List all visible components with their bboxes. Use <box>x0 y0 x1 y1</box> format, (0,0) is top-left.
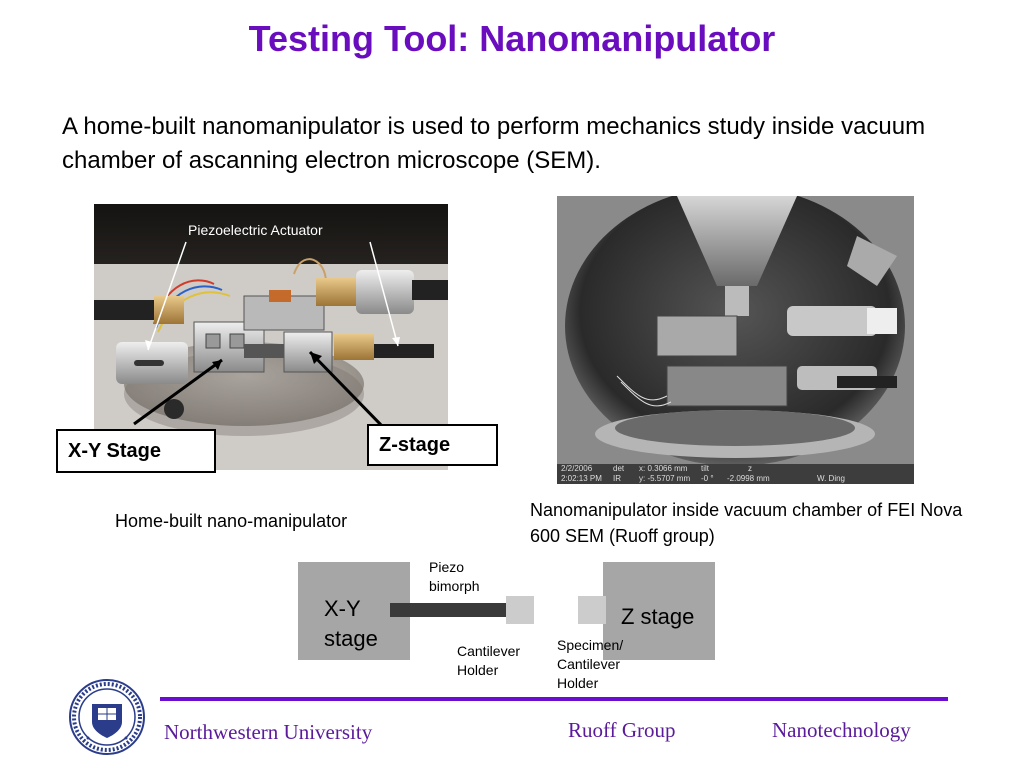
piezo-pointer-right <box>369 241 399 347</box>
sem-date-cell: 2/2/2006 2:02:13 PM <box>561 464 607 484</box>
footer-divider <box>160 697 948 701</box>
schematic-z-label: Z stage <box>621 604 695 629</box>
piezo-bimorph-bar <box>390 603 506 617</box>
sem-z-cell: z -2.0998 mm <box>727 464 773 484</box>
piezo-arrowhead-left <box>145 340 152 350</box>
sem-det-cell: det IR <box>613 464 633 484</box>
specimen-holder-block <box>578 596 606 624</box>
piezo-arrowhead-right <box>392 337 400 346</box>
photo2-caption: Nanomanipulator inside vacuum chamber of… <box>530 500 963 546</box>
sem-det-label: det <box>613 464 625 473</box>
university-seal-icon <box>69 679 145 755</box>
slide-title: Testing Tool: Nanomanipulator <box>248 18 776 59</box>
z-arrowhead <box>310 352 322 364</box>
schematic-z-block <box>603 562 715 660</box>
sem-chamber-photo: 2/2/2006 2:02:13 PM det IR x: 0.3066 mm … <box>557 196 914 484</box>
xy-arrowhead <box>212 360 222 370</box>
specimen-holder-label: Specimen/ Cantilever Holder <box>557 637 624 691</box>
sem-time: 2:02:13 PM <box>561 474 602 483</box>
footer-topic: Nanotechnology <box>772 718 911 742</box>
schematic-xy-label: X-Y stage <box>324 596 378 651</box>
footer-group: Ruoff Group <box>568 718 676 742</box>
nanomanipulator-illustration <box>94 204 448 470</box>
xy-pointer <box>133 358 223 426</box>
sem-det-value: IR <box>613 474 621 483</box>
sem-tilt-label: tilt <box>701 464 709 473</box>
sem-tilt-cell: tilt -0 ° <box>701 464 721 484</box>
sem-chamber-illustration <box>557 196 914 466</box>
sem-tilt-value: -0 ° <box>701 474 714 483</box>
footer-university: Northwestern University <box>164 720 373 744</box>
sem-y-value: y: -5.5707 mm <box>639 474 691 483</box>
piezo-bimorph-label: Piezo bimorph <box>429 559 480 594</box>
cantilever-holder-block <box>506 596 534 624</box>
sem-x-value: x: 0.3066 mm <box>639 464 688 473</box>
piezo-pointer-left <box>147 241 187 351</box>
sem-date: 2/2/2006 <box>561 464 593 473</box>
nanomanipulator-photo <box>94 204 448 470</box>
xy-stage-label: X-Y Stage <box>56 429 216 473</box>
z-stage-label: Z-stage <box>367 424 498 466</box>
sem-z-value: -2.0998 mm <box>727 474 770 483</box>
sem-z-label: z <box>748 464 752 473</box>
photo1-pointers <box>133 241 400 430</box>
sem-operator: W. Ding <box>817 474 846 483</box>
z-pointer <box>308 350 386 430</box>
cantilever-holder-label: Cantilever Holder <box>457 643 521 678</box>
sem-xy-cell: x: 0.3066 mm y: -5.5707 mm <box>639 464 697 484</box>
photo1-caption: Home-built nano-manipulator <box>115 511 348 531</box>
piezo-actuator-label: Piezoelectric Actuator <box>188 222 323 238</box>
intro-text: A home-built nanomanipulator is used to … <box>62 113 926 174</box>
sem-databar: 2/2/2006 2:02:13 PM det IR x: 0.3066 mm … <box>557 464 914 484</box>
